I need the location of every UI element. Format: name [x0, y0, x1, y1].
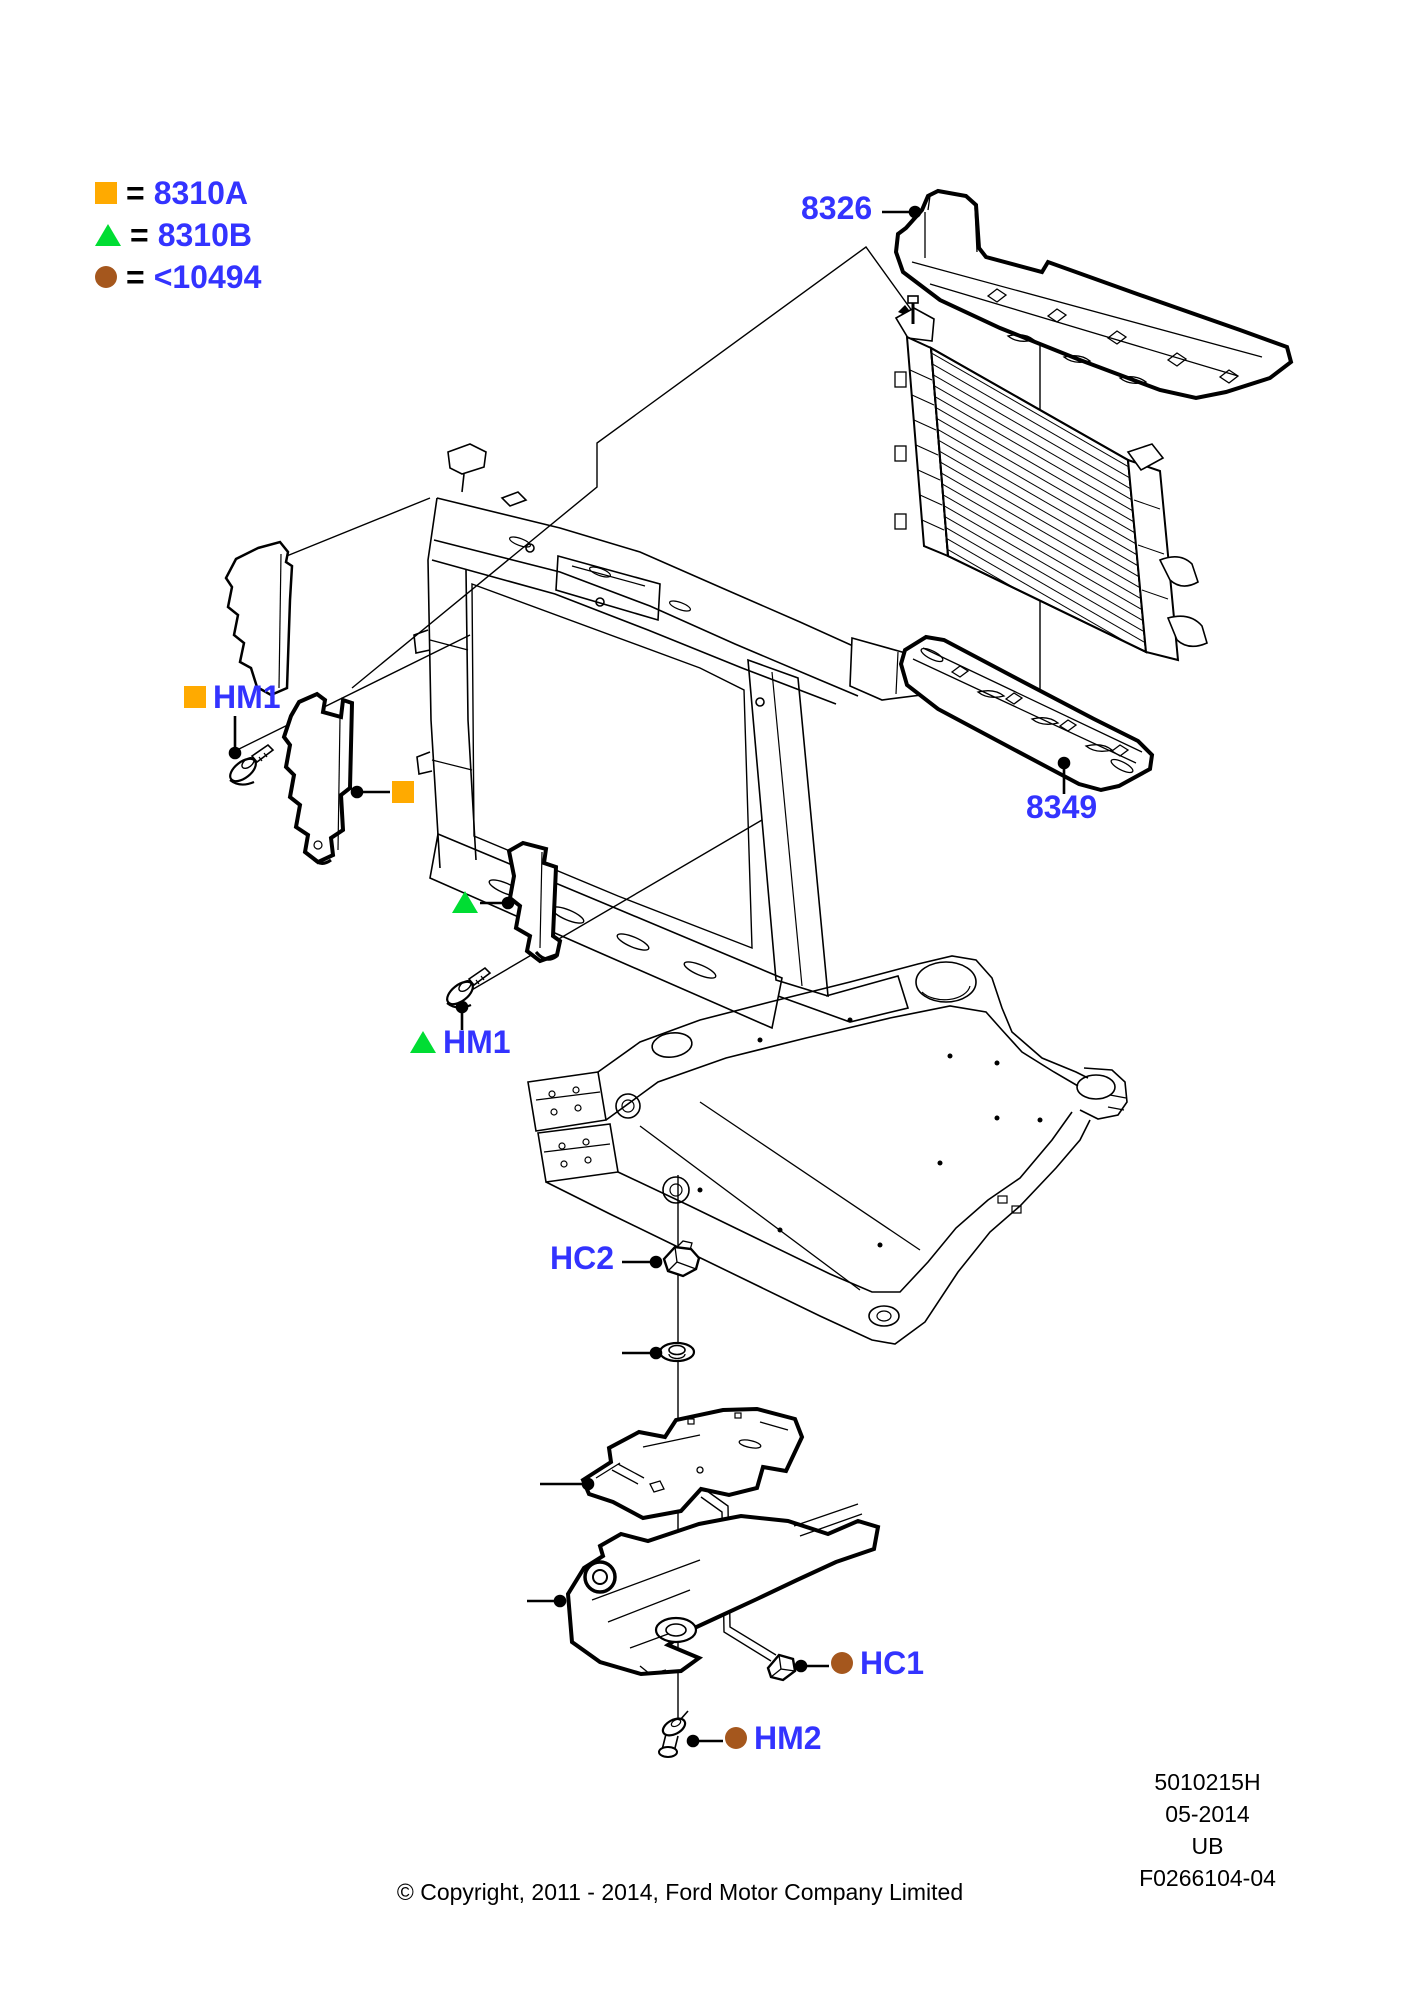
- copyright-notice: © Copyright, 2011 - 2014, Ford Motor Com…: [396, 1879, 964, 1905]
- part-clip-hc2: [662, 1240, 701, 1278]
- doc-number: 5010215H: [1154, 1769, 1261, 1795]
- part-lower-deflector-8349: [898, 634, 1155, 793]
- doc-figure-number: F0266104-04: [1139, 1865, 1276, 1891]
- subframe-bolt-dots: [697, 1017, 1043, 1248]
- doc-market: UB: [1191, 1833, 1224, 1859]
- screw-hm1-rear: [446, 966, 492, 1009]
- brown-circle-icon: [725, 1727, 747, 1749]
- part-radiator-support: [413, 443, 929, 1030]
- part-clip-hc1: [766, 1653, 797, 1682]
- part-upper-deflector-8326: [893, 188, 1294, 401]
- brown-circle-icon: [831, 1652, 853, 1674]
- legend-row-10494: = <10494: [95, 261, 261, 293]
- part-side-bracket-8310a: [281, 691, 355, 865]
- part-washer-grommet: [658, 1341, 696, 1363]
- legend-row-8310b: = 8310B: [95, 219, 261, 251]
- callout-hm1-front: HM1: [184, 681, 281, 713]
- part-subframe: [527, 955, 1128, 1345]
- orange-square-icon: [95, 182, 117, 204]
- brown-circle-icon: [95, 266, 117, 288]
- equals-sign: =: [130, 217, 149, 253]
- callout-hm1-rear: HM1: [410, 1026, 511, 1058]
- legend-part-10494[interactable]: <10494: [153, 259, 262, 295]
- callout-hc2[interactable]: HC2: [550, 1240, 615, 1276]
- legend-row-8310a: = 8310A: [95, 177, 261, 209]
- screw-hm2: [658, 1710, 689, 1758]
- part-radiator: [894, 295, 1208, 662]
- equals-sign: =: [126, 175, 145, 211]
- green-triangle-icon: [95, 224, 121, 246]
- green-triangle-icon: [452, 891, 478, 913]
- part-front-under-shield: [580, 1406, 805, 1521]
- doc-date: 05-2014: [1165, 1801, 1250, 1827]
- callout-hm2-label[interactable]: HM2: [754, 1720, 822, 1756]
- orange-square-icon: [184, 686, 206, 708]
- callout-hm1-front-label[interactable]: HM1: [213, 679, 281, 715]
- part-side-bracket-upper: [224, 540, 294, 697]
- document-info-block: 5010215H 05-2014 UB F0266104-04: [1110, 1766, 1305, 1894]
- legend-part-8310a[interactable]: 8310A: [153, 175, 248, 211]
- callout-8326[interactable]: 8326: [801, 190, 873, 226]
- callout-hm2: HM2: [725, 1722, 822, 1754]
- callout-hm1-rear-label[interactable]: HM1: [443, 1024, 511, 1060]
- callout-hc1-label[interactable]: HC1: [860, 1645, 925, 1681]
- orange-square-icon: [392, 781, 414, 803]
- green-triangle-icon: [410, 1031, 436, 1053]
- part-side-bracket-8310b: [506, 840, 563, 964]
- equals-sign: =: [126, 259, 145, 295]
- callout-8349[interactable]: 8349: [1026, 789, 1098, 825]
- part-skid-plate: [565, 1503, 881, 1677]
- leader-lines: [228, 205, 1071, 1748]
- legend: = 8310A = 8310B = <10494: [95, 177, 261, 293]
- screw-hm1-front: [229, 743, 275, 786]
- legend-part-8310b[interactable]: 8310B: [157, 217, 252, 253]
- callout-hc1: HC1: [831, 1647, 924, 1679]
